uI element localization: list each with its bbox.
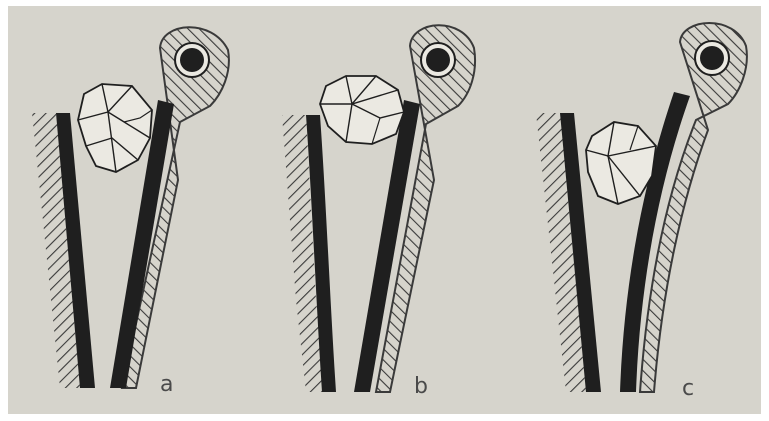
panel-label-c: c <box>682 376 694 401</box>
panel-label-a: a <box>160 372 173 397</box>
panel-label-b: b <box>414 374 428 399</box>
pivot-shaft-b <box>426 48 450 72</box>
pivot-shaft-c <box>700 46 724 70</box>
pivot-shaft-a <box>180 48 204 72</box>
